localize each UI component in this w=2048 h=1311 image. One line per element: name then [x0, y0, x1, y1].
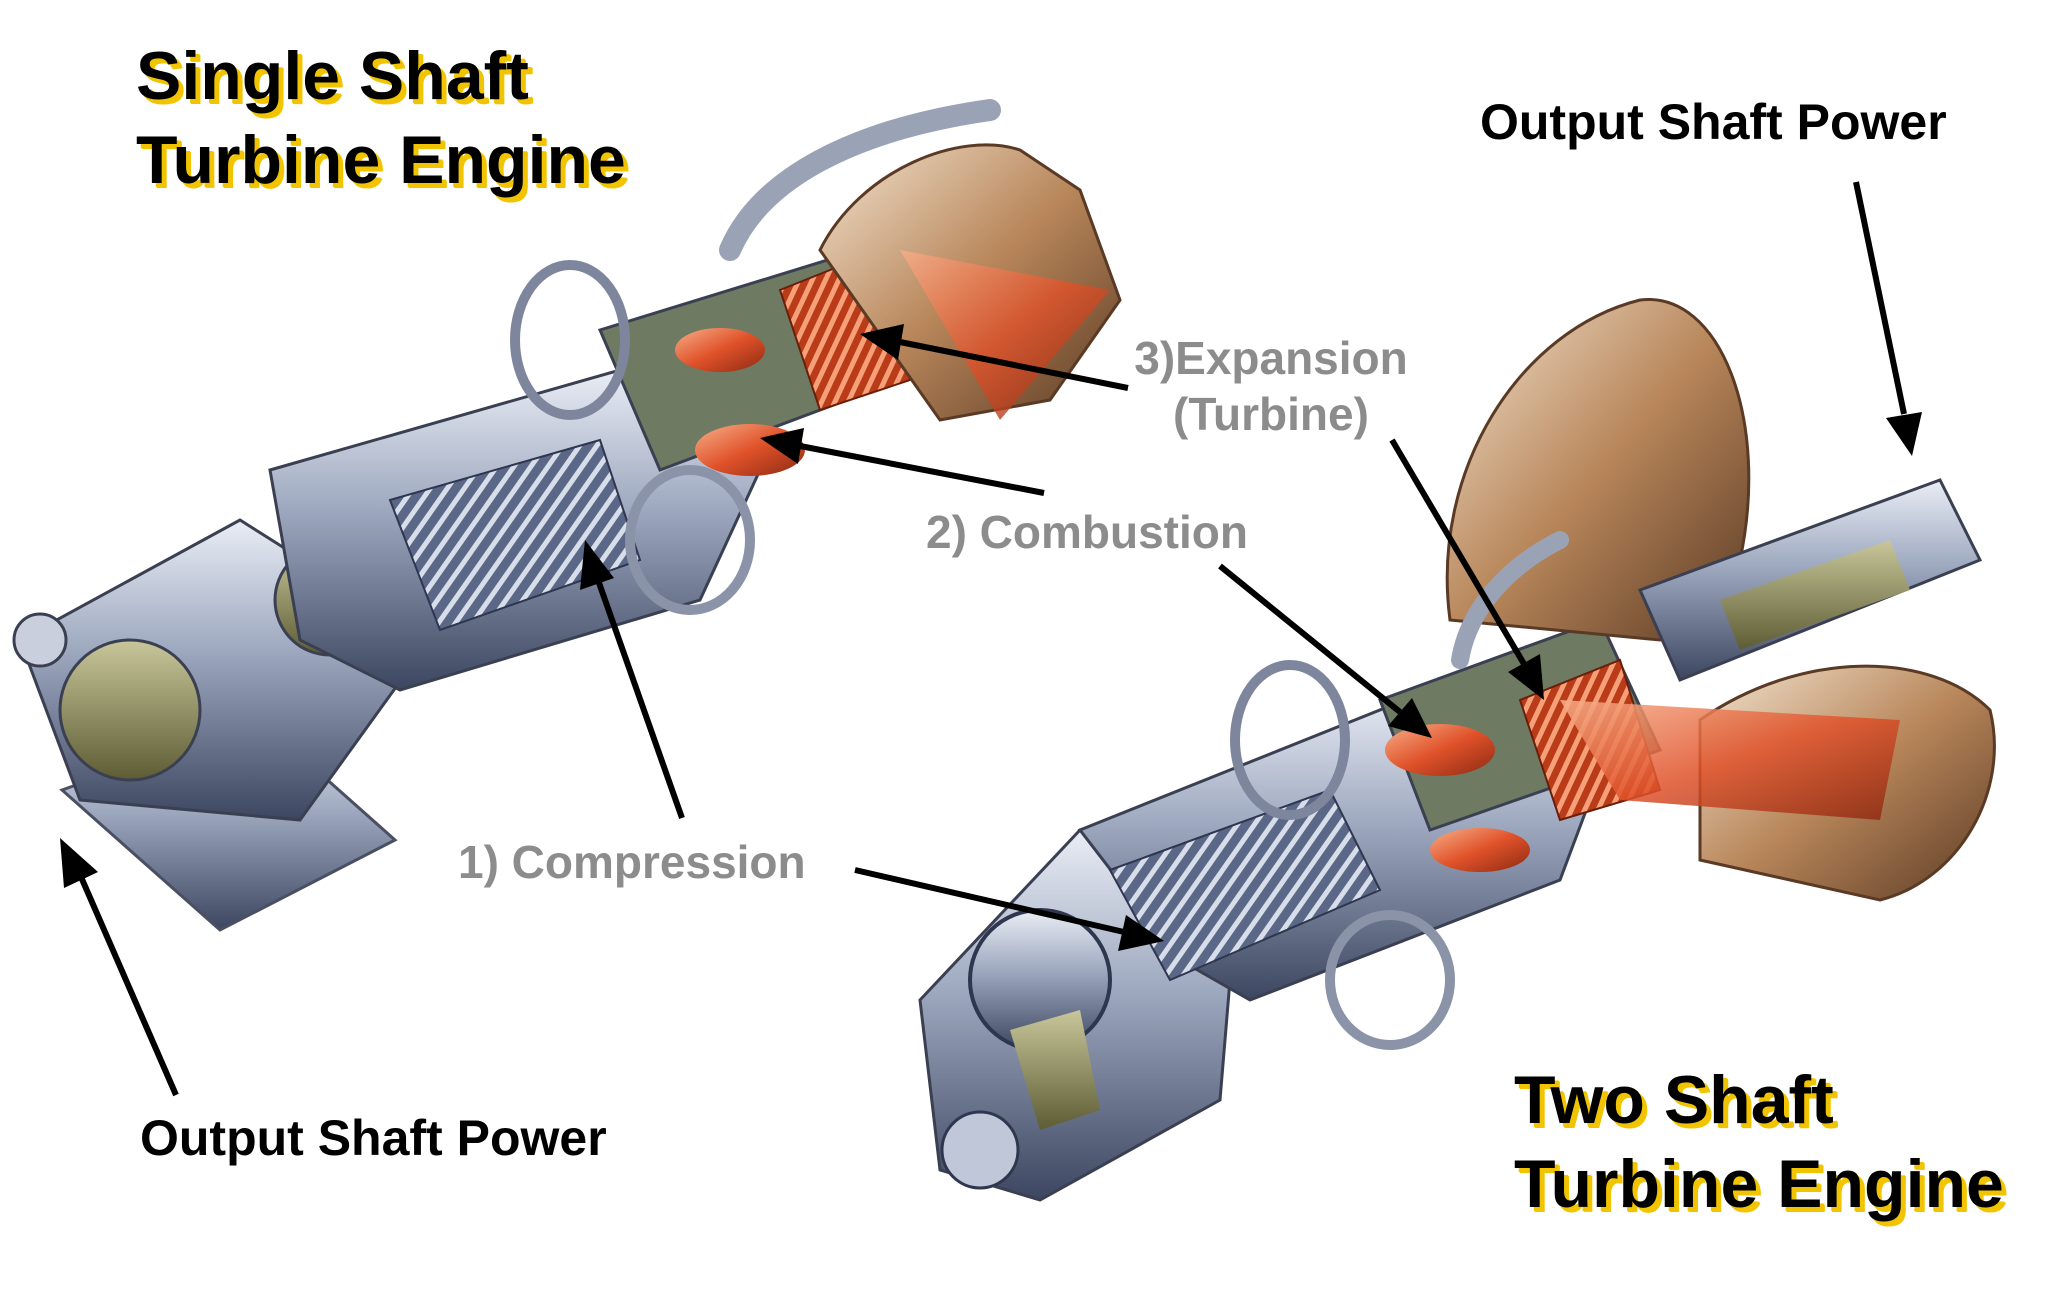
arrow-combustion-two: [1218, 563, 1432, 738]
expansion-turbine-label: 3)Expansion (Turbine): [1134, 332, 1408, 440]
arrow-compression-two: [854, 867, 1164, 951]
arrow-output-shaft-single: [60, 838, 179, 1097]
combustion-flame: [1385, 724, 1495, 776]
starter-motor: [940, 1110, 1020, 1190]
oil-pump: [1010, 1010, 1100, 1130]
single-shaft-engine: [12, 99, 1122, 932]
single-shaft-title: Single Shaft Turbine Engine: [136, 38, 626, 198]
shaft-coupling: [12, 612, 68, 668]
combustion-label: 2) Combustion: [926, 506, 1248, 558]
inlet-ring: [1230, 660, 1350, 820]
fuel-pipe: [1451, 531, 1569, 669]
fuel-pipe: [719, 99, 1001, 261]
exhaust-duct: [1560, 700, 1900, 820]
combustion-flame: [675, 328, 765, 372]
fuel-manifold: [625, 465, 755, 615]
output-shaft-power-label-top: Output Shaft Power: [1480, 94, 1947, 150]
compression-label: 1) Compression: [458, 836, 806, 888]
arrow-output-shaft-two: [1853, 181, 1922, 456]
inlet-ring: [510, 260, 630, 420]
power-turbine-shaft: [1720, 540, 1910, 650]
fuel-manifold: [1325, 910, 1455, 1050]
combustion-flame: [1430, 828, 1530, 872]
two-shaft-title: Two Shaft Turbine Engine: [1514, 1062, 2004, 1222]
arrow-expansion-single: [860, 324, 1129, 391]
arrow-compression-single: [580, 540, 685, 819]
arrow-expansion-two: [1389, 438, 1544, 700]
arrow-combustion-single: [760, 428, 1045, 496]
two-shaft-engine: [918, 298, 1996, 1202]
gear-wheel: [58, 638, 202, 782]
pointer-arrows: [60, 181, 1922, 1097]
output-shaft-power-label-bottom: Output Shaft Power: [140, 1110, 607, 1166]
compressor-blades: [388, 438, 642, 632]
exhaust-duct: [900, 250, 1110, 420]
